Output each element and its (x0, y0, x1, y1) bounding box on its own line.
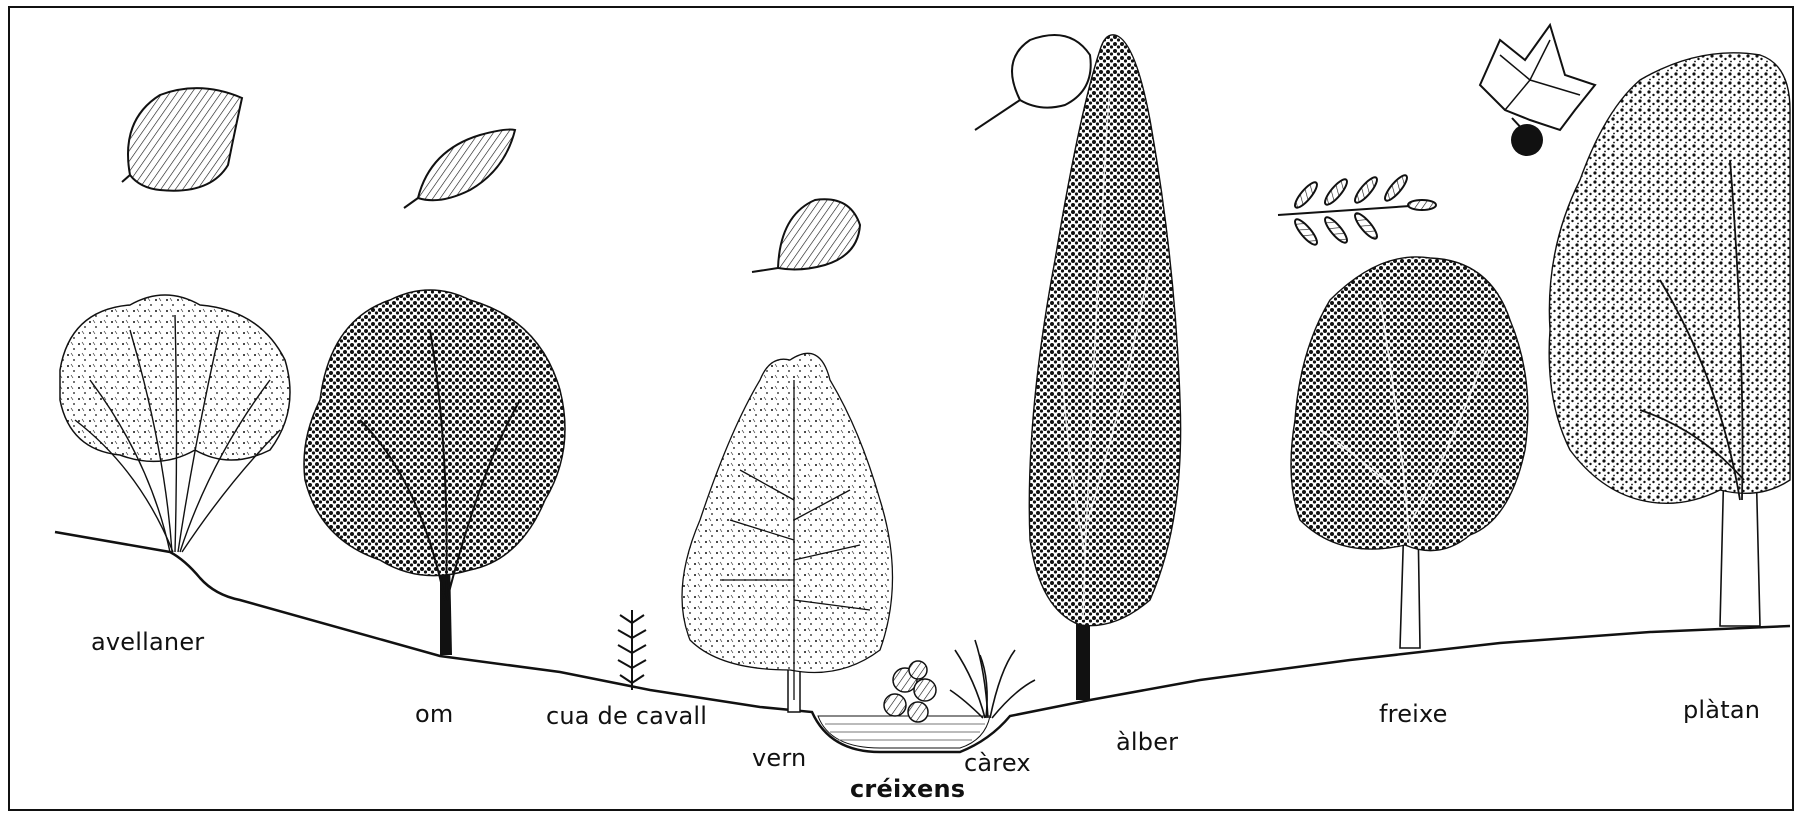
label-freixe: freixe (1379, 700, 1448, 728)
label-carex: càrex (964, 749, 1031, 777)
watercress-plant (884, 661, 936, 722)
poplar-tree (1029, 35, 1180, 700)
hazel-bush (60, 295, 290, 552)
label-cua-de-cavall: cua de cavall (546, 702, 707, 730)
label-avellaner: avellaner (91, 628, 204, 656)
hazel-leaf-icon (122, 88, 242, 191)
sedge-plant (950, 640, 1035, 718)
plane-tree (1549, 53, 1790, 626)
label-platan: plàtan (1683, 696, 1760, 724)
elm-tree (304, 290, 565, 655)
label-om: om (415, 700, 453, 728)
ash-tree (1291, 257, 1528, 648)
horsetail-plant (618, 610, 646, 690)
ash-leaf-icon (1278, 173, 1436, 248)
label-vern: vern (752, 744, 806, 772)
label-alber: àlber (1116, 728, 1178, 756)
plane-leaf-icon (1480, 25, 1595, 130)
poplar-leaf-icon (975, 35, 1091, 130)
alder-tree (682, 353, 893, 712)
alder-leaf-icon (752, 199, 860, 272)
label-creixens: créixens (850, 775, 965, 803)
elm-leaf-icon (404, 130, 515, 208)
